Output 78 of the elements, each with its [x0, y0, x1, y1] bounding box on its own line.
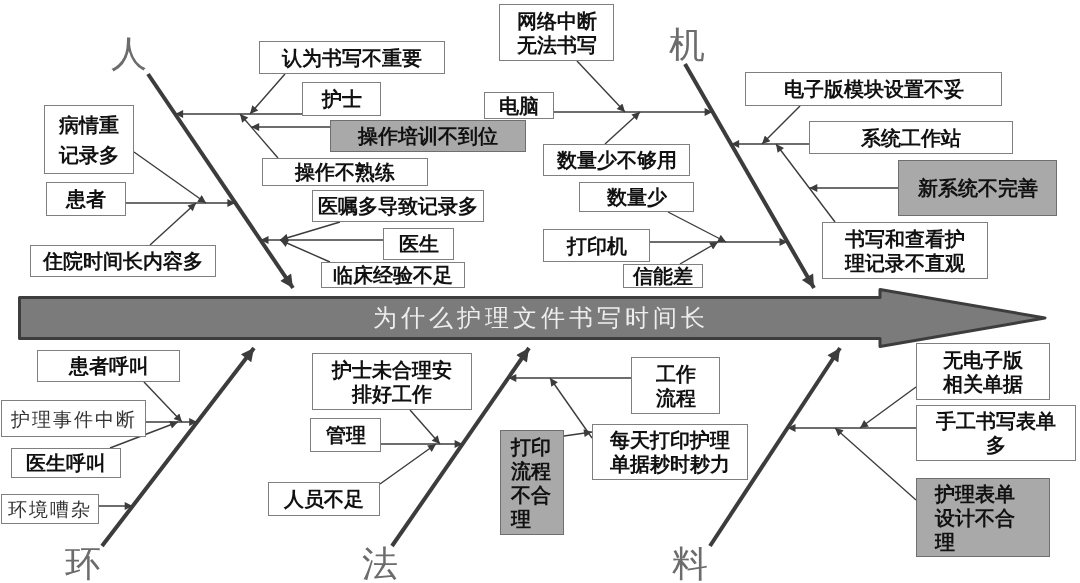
cause-box: 电脑: [484, 92, 554, 119]
arrow: [649, 238, 789, 246]
cause-box: 医生: [383, 228, 454, 260]
cause-box: 护理事件中断: [1, 400, 146, 437]
arrow: [279, 239, 331, 263]
bone-arrow: [683, 63, 816, 289]
cause-box: 手工书写表单多: [916, 405, 1076, 461]
cause-box: 病情重记录多: [44, 105, 134, 174]
arrow: [279, 221, 341, 242]
key-cause-box: 打印流程不合理: [500, 430, 564, 535]
cause-box: 操作不熟练: [262, 158, 428, 186]
arrow: [786, 424, 917, 432]
arrow: [507, 374, 632, 382]
bone-arrow: [708, 346, 842, 548]
cause-box: 数量少不够用: [543, 144, 690, 176]
bone-arrow: [390, 346, 531, 548]
category-label: 人: [110, 34, 148, 74]
cause-box: 认为书写不重要: [259, 41, 445, 74]
arrow: [775, 143, 836, 223]
arrow: [604, 111, 641, 145]
arrow: [553, 108, 714, 116]
arrow: [149, 202, 197, 246]
key-cause-box: 操作培训不到位: [330, 120, 526, 152]
cause-box: 无电子版相关单据: [916, 343, 1050, 400]
cause-box: 网络中断无法书写: [499, 4, 614, 61]
arrow: [859, 386, 917, 429]
cause-box: 工作流程: [631, 357, 720, 414]
category-label: 机: [668, 26, 706, 64]
arrow: [239, 113, 279, 159]
arrow: [143, 381, 183, 423]
cause-box: 医生呼叫: [11, 448, 121, 478]
bone-arrow: [146, 72, 295, 290]
cause-box: 临床经验不足: [321, 262, 465, 288]
arrow: [259, 236, 384, 244]
cause-box: 电子版模块设置不妥: [745, 72, 1002, 106]
arrow: [249, 73, 286, 115]
arrow: [133, 151, 207, 204]
spine-arrow: [18, 288, 1048, 348]
arrow: [667, 211, 727, 243]
cause-box: 护士: [302, 82, 381, 116]
arrow: [145, 418, 198, 426]
arrow: [834, 427, 917, 501]
cause-box: 患者: [46, 182, 126, 216]
cause-box: 信能差: [623, 264, 703, 288]
cause-box: 打印机: [543, 229, 650, 262]
arrow: [808, 184, 899, 192]
arrow: [379, 443, 437, 485]
category-label: 料: [670, 546, 710, 582]
cause-box: 管理: [310, 418, 381, 452]
key-cause-box: 新系统不完善: [898, 160, 1057, 216]
problem-statement: 为什么护理文件书写时间长: [373, 303, 709, 333]
arrow: [174, 110, 303, 118]
cause-box: 医嘱多导致记录多: [312, 190, 484, 222]
cause-box: 每天打印护理单据耖时耖力: [592, 424, 748, 480]
cause-box: 人员不足: [268, 482, 380, 516]
arrow: [563, 429, 593, 438]
cause-box: 书写和查看护理记录不直观: [822, 222, 988, 279]
arrow: [730, 140, 810, 148]
key-cause-box: 护理表单设计不合理: [916, 478, 1050, 557]
cause-box: 数量少: [579, 182, 694, 212]
arrow: [250, 123, 331, 131]
category-label: 法: [360, 546, 400, 582]
arrow: [380, 440, 464, 448]
arrow: [679, 241, 719, 265]
cause-box: 护士未合理安排好工作: [312, 353, 472, 410]
cause-box: 系统工作站: [809, 121, 1013, 154]
arrow: [125, 199, 237, 207]
cause-box: 环境嘈杂: [1, 494, 99, 524]
arrow: [761, 105, 801, 145]
cause-box: 患者呼叫: [37, 350, 180, 382]
arrow: [98, 502, 134, 510]
bone-arrow: [100, 346, 256, 548]
cause-box: 住院时间长内容多: [30, 245, 216, 277]
arrow: [409, 409, 441, 445]
arrow: [549, 377, 593, 439]
arrow: [576, 60, 626, 113]
arrow: [109, 421, 179, 449]
category-label: 环: [64, 546, 102, 582]
